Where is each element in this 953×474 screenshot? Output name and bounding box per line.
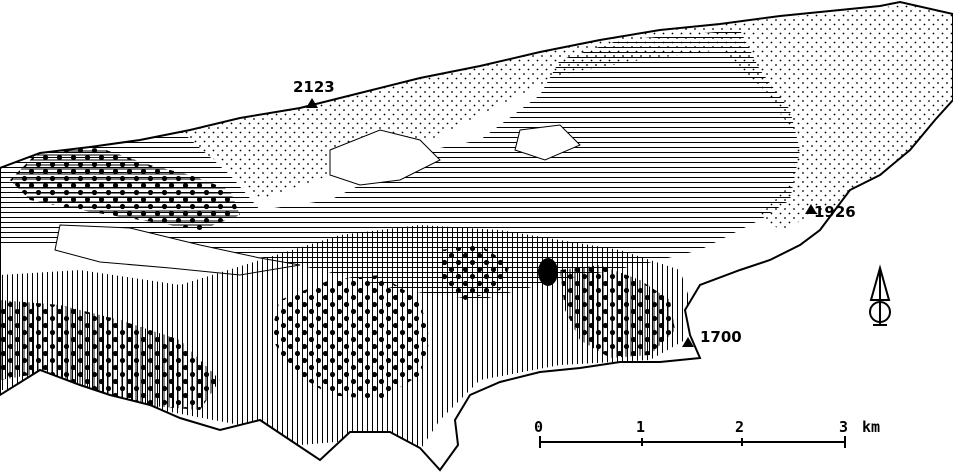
scale-tick-1: 1 (636, 418, 645, 436)
peak-label-1700: 1700 (700, 328, 742, 346)
peak-1926: 1926 (805, 203, 856, 221)
scale-tick-0: 0 (534, 418, 543, 436)
north-arrow-icon (869, 264, 891, 326)
scale-tick-2: 2 (735, 418, 744, 436)
scale-tick-3: 3 (839, 418, 848, 436)
peak-2123: 2123 (293, 78, 335, 108)
peak-triangle-icon (682, 337, 694, 347)
scale-unit: km (862, 418, 880, 436)
unit-blank-3 (514, 124, 581, 161)
unit-dotted-west (10, 148, 240, 230)
unit-solid-lens (538, 258, 558, 286)
peak-label-1926: 1926 (814, 203, 856, 221)
unit-dotted-south-east (560, 265, 675, 358)
peak-1700: 1700 (682, 328, 742, 347)
unit-dotted-south-west (0, 300, 220, 410)
unit-dotted-south-mid (440, 245, 510, 300)
peak-triangle-icon (805, 204, 817, 214)
peak-triangle-icon (306, 98, 318, 108)
peak-label-2123: 2123 (293, 78, 335, 96)
scale-bar: 0 1 2 3 km (534, 418, 880, 448)
unit-blank-1 (329, 129, 441, 186)
unit-coastal-stippled (180, 2, 953, 230)
unit-dotted-south-central (270, 275, 430, 400)
